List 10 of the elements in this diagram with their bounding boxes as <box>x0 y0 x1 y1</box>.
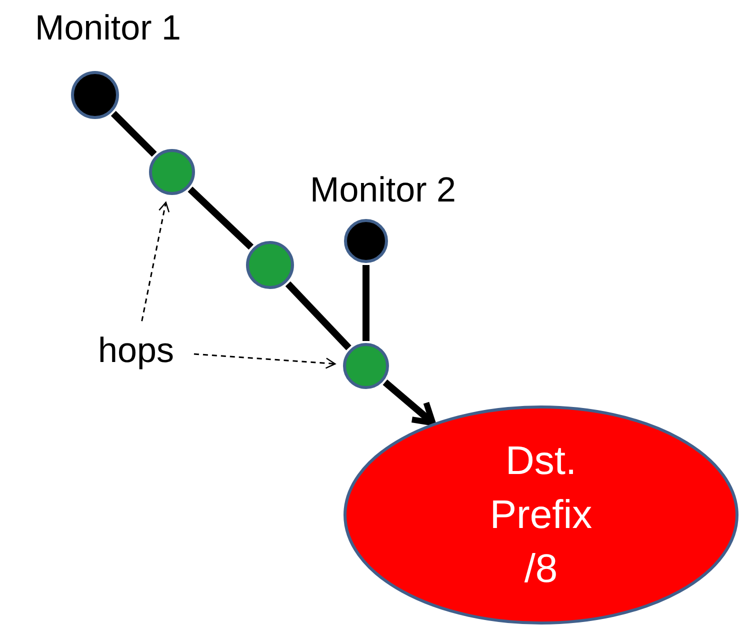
hop-node <box>343 343 389 389</box>
dashed-arrow <box>194 353 336 369</box>
hop-node <box>246 241 294 289</box>
dashed-arrow <box>141 202 170 322</box>
hop-node <box>149 149 195 195</box>
node-label: Monitor 2 <box>310 172 456 208</box>
node-label: Monitor 1 <box>35 10 181 46</box>
arrow <box>382 380 436 426</box>
text-label: hops <box>98 332 174 368</box>
node-label: Dst. Prefix /8 <box>488 438 594 593</box>
